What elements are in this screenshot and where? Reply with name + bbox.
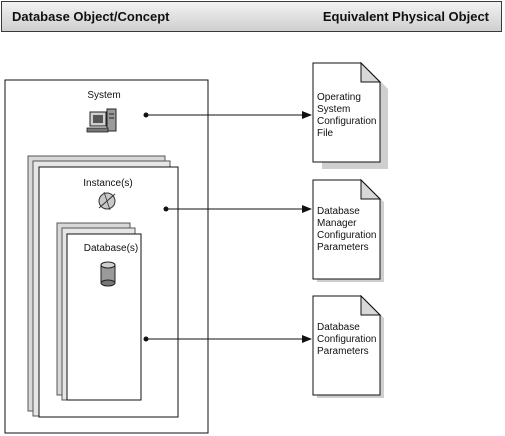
database-cylinder-icon <box>100 261 116 287</box>
system-label: System <box>87 90 120 101</box>
os-config-document: Operating System Configuration File <box>312 61 388 169</box>
left-column-title: Database Object/Concept <box>12 9 170 24</box>
dbm-config-line-2: Manager <box>317 218 357 229</box>
arrow-system-to-os-config <box>143 111 312 119</box>
dbm-config-document: Database Manager Configuration Parameter… <box>312 178 384 282</box>
db-config-document: Database Configuration Parameters <box>312 294 384 398</box>
dbm-config-line-1: Database <box>317 206 360 217</box>
arrow-instance-to-dbm-config <box>163 205 312 213</box>
os-config-line-1: Operating <box>317 92 361 103</box>
instance-sphere-icon <box>98 191 116 211</box>
computer-icon <box>86 108 117 133</box>
os-config-line-2: System <box>317 104 350 115</box>
instance-label: Instance(s) <box>83 178 132 189</box>
right-column-title: Equivalent Physical Object <box>322 9 489 24</box>
db-config-line-2: Configuration <box>317 334 376 345</box>
database-box <box>66 233 142 401</box>
db-config-line-3: Parameters <box>317 346 369 357</box>
dbm-config-line-4: Parameters <box>317 242 369 253</box>
database-label: Database(s) <box>84 243 138 254</box>
os-config-line-3: Configuration <box>317 116 376 127</box>
db-config-line-1: Database <box>317 322 360 333</box>
column-header-bar: Database Object/Concept Equivalent Physi… <box>1 1 502 32</box>
os-config-line-4: File <box>317 128 334 139</box>
arrow-database-to-db-config <box>143 335 312 343</box>
dbm-config-line-3: Configuration <box>317 230 376 241</box>
